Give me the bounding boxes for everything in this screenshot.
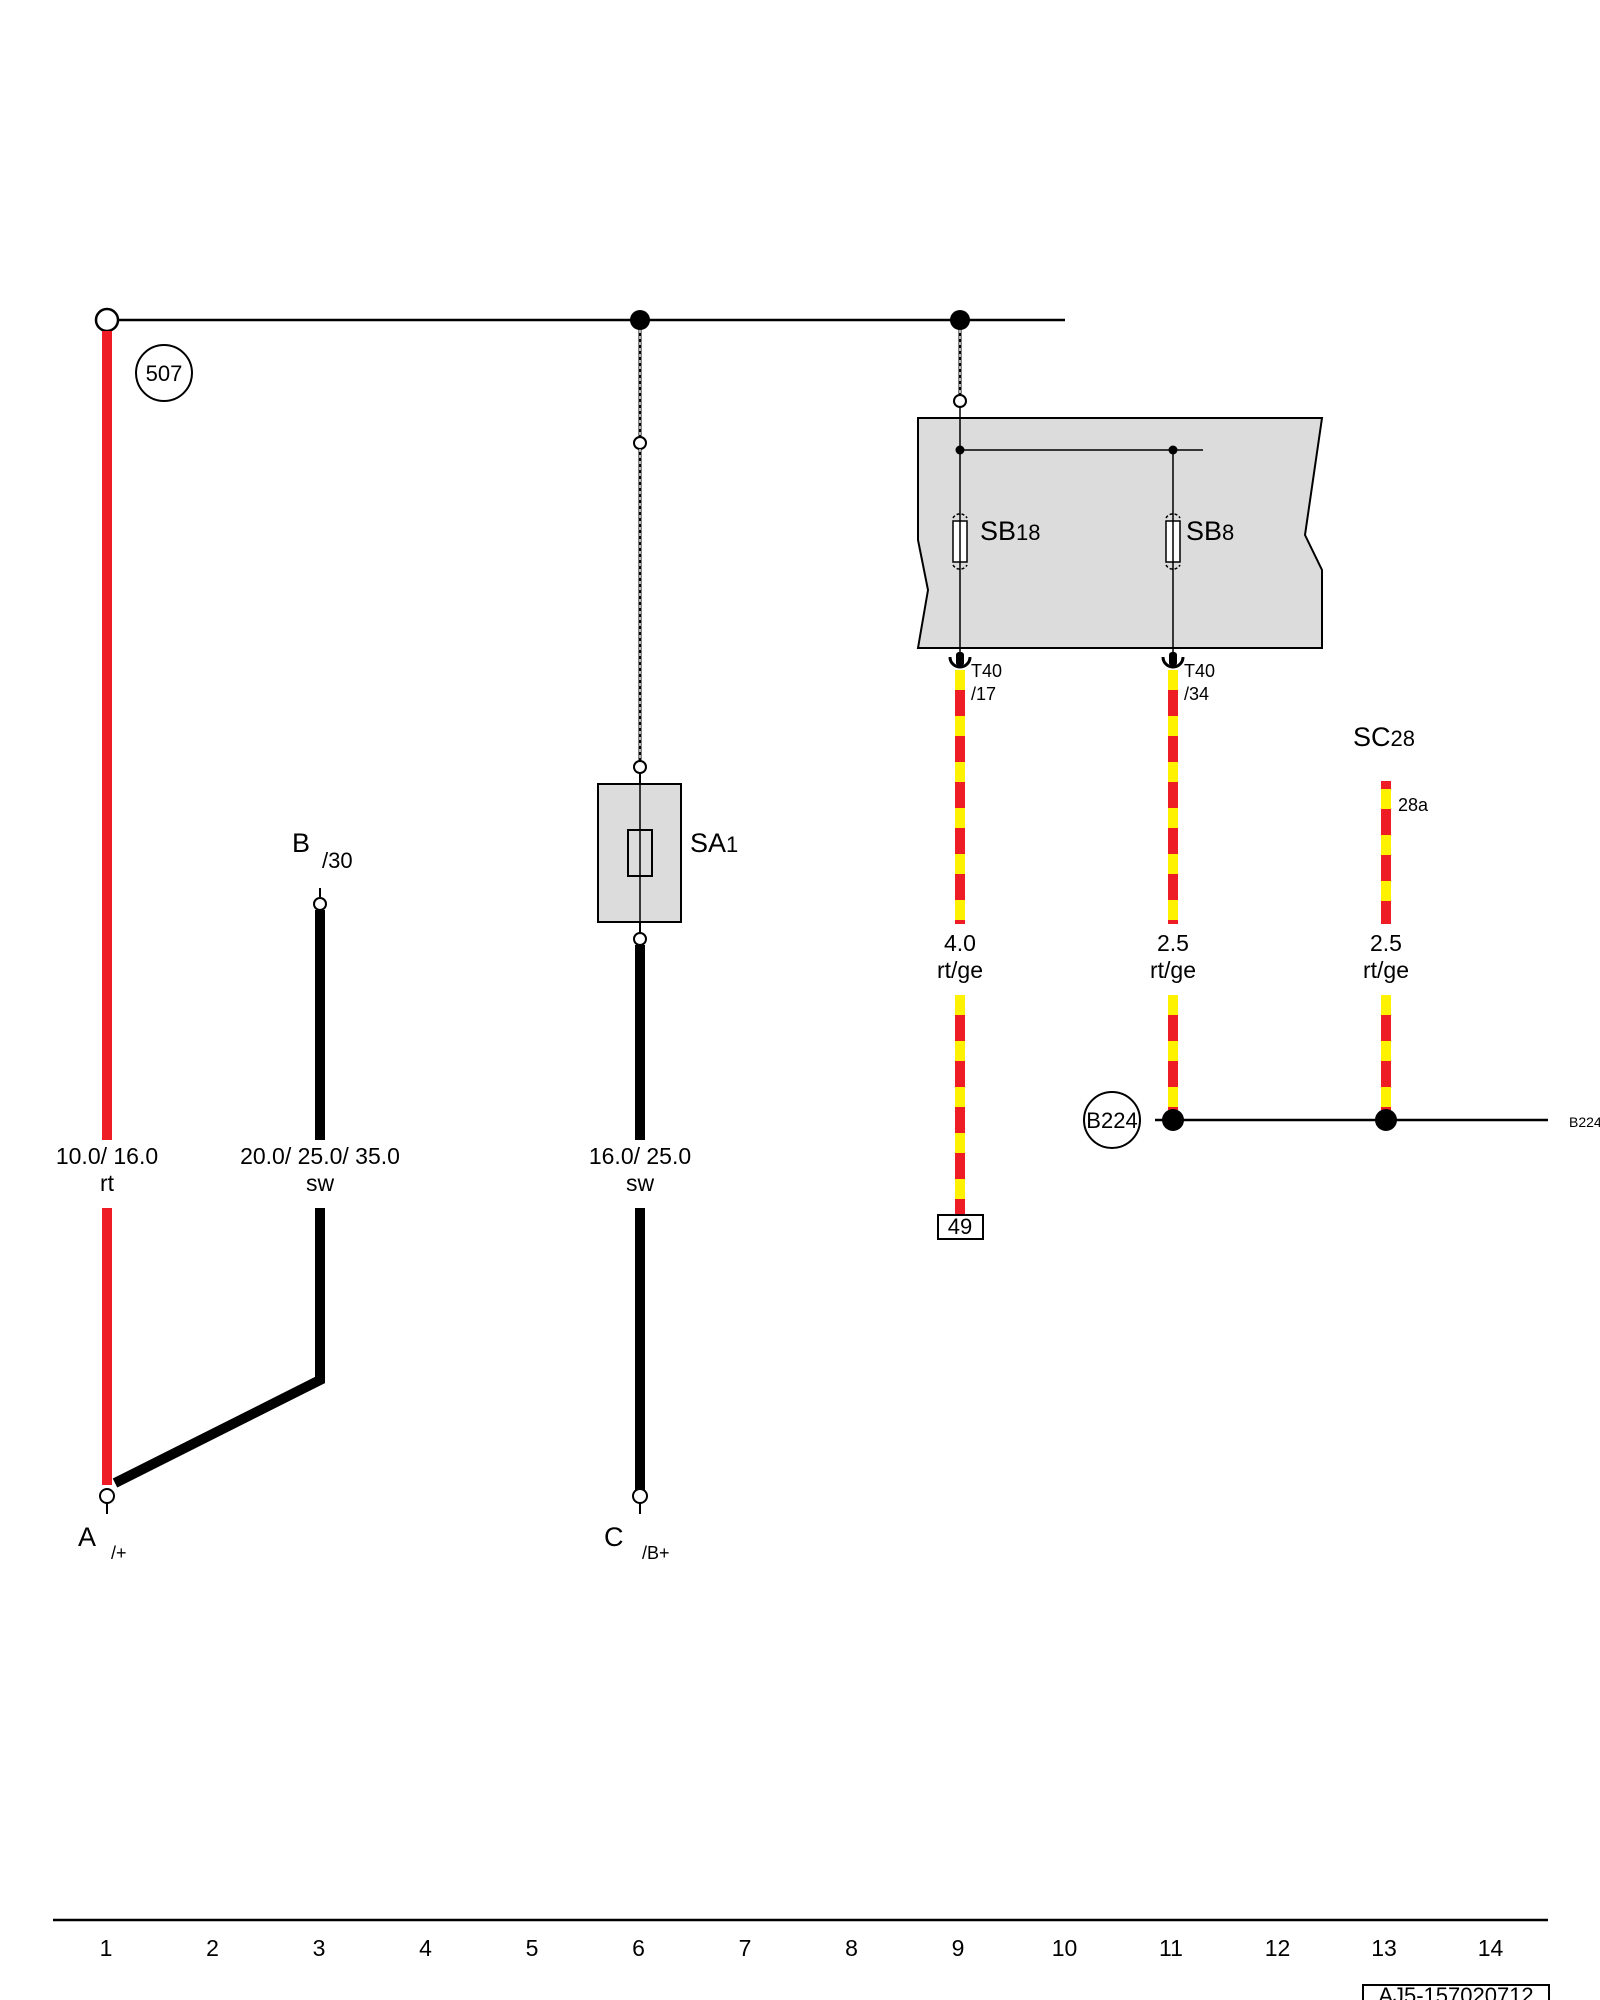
ground-point-B224-label: B224 (1086, 1108, 1137, 1133)
fuse-SA1-pin-top (633, 760, 647, 774)
terminal-A-sub: /+ (111, 1543, 127, 1563)
column-number-10: 10 (1052, 1935, 1078, 1961)
connector-T40-34-symbol (1161, 656, 1185, 669)
busbar-node-1 (955, 445, 965, 455)
connector-T40-17-bottom: /17 (971, 684, 996, 704)
fuse-SC28-name: SC28 (1353, 722, 1415, 752)
terminal-B-sub: /30 (322, 848, 353, 873)
wire-col1-size: 10.0/ 16.0 (56, 1143, 158, 1169)
column-number-14: 14 (1478, 1935, 1504, 1961)
terminal-C[interactable] (632, 1488, 648, 1504)
ground-point-B224 (1083, 1091, 1141, 1149)
column-number-2: 2 (206, 1935, 219, 1961)
fuse-SB18[interactable] (952, 498, 968, 660)
ground-junction-col13 (1375, 1109, 1397, 1131)
bus-terminal[interactable] (94, 307, 120, 333)
ground-B224-continuation-label: B224 (1569, 1114, 1600, 1130)
footer-code-box (1362, 1984, 1550, 2000)
fuse-SB8[interactable] (1165, 498, 1181, 660)
fuse-SB8-name: SB8 (1186, 516, 1234, 546)
terminal-A[interactable] (99, 1488, 115, 1504)
column-number-8: 8 (845, 1935, 858, 1961)
terminal-C-letter: C (604, 1522, 624, 1552)
bus-junction-col9 (950, 310, 970, 330)
connector-T40-17-pin[interactable] (956, 652, 964, 666)
wire-col3-size: 20.0/ 25.0/ 35.0 (240, 1143, 400, 1169)
column-number-13: 13 (1371, 1935, 1397, 1961)
terminal-C-sub: /B+ (642, 1543, 670, 1563)
fuse-SA1-name: SA1 (690, 828, 738, 858)
column-number-9: 9 (952, 1935, 965, 1961)
connector-28a-label: 28a (1398, 795, 1429, 815)
wire-col9-color: rt/ge (937, 957, 983, 983)
wire-col9-size: 4.0 (944, 930, 976, 956)
column-number-6: 6 (632, 1935, 645, 1961)
wire-col13-color: rt/ge (1363, 957, 1409, 983)
wire-col11-color: rt/ge (1150, 957, 1196, 983)
connector-T40-17-top: T40 (971, 661, 1002, 681)
column-number-11: 11 (1159, 1935, 1183, 1961)
wire-col11-size: 2.5 (1157, 930, 1189, 956)
connector-T40-34-bottom: /34 (1184, 684, 1209, 704)
fuse-SA1-pin-bottom (633, 932, 647, 946)
wire-col13-size: 2.5 (1370, 930, 1402, 956)
wire-col3-color: sw (306, 1170, 335, 1196)
column-number-7: 7 (739, 1935, 752, 1961)
connector-T40-34-pin[interactable] (1169, 652, 1177, 666)
terminal-B-letter: B (292, 828, 310, 858)
column-number-12: 12 (1265, 1935, 1291, 1961)
reference-box-49[interactable] (937, 1214, 984, 1240)
ground-point-507 (135, 344, 193, 402)
column-number-4: 4 (419, 1935, 432, 1961)
reference-box-49-label: 49 (948, 1214, 972, 1239)
column-number-3: 3 (313, 1935, 326, 1961)
terminal-A-letter: A (78, 1522, 96, 1552)
wire-col3-lower[interactable] (112, 1208, 325, 1488)
fuse-holder-pin (953, 394, 967, 408)
column-number-5: 5 (526, 1935, 539, 1961)
wire-col6-size: 16.0/ 25.0 (589, 1143, 691, 1169)
ground-junction-col11 (1162, 1109, 1184, 1131)
terminal-B[interactable] (313, 897, 327, 911)
connector-T40-34-top: T40 (1184, 661, 1215, 681)
footer-code: AJ5-157020712 (1378, 1983, 1533, 2000)
column-number-1: 1 (100, 1935, 113, 1961)
connector-T40-17-symbol (948, 656, 972, 669)
fuse-SB18-name: SB18 (980, 516, 1041, 546)
wire-col6-pin-top (633, 436, 647, 450)
bus-junction-col6 (630, 310, 650, 330)
fuse-holder-SB[interactable] (916, 417, 1324, 649)
ground-point-507-label: 507 (146, 361, 183, 386)
wire-col6-color: sw (626, 1170, 655, 1196)
wire-col1-color: rt (100, 1170, 115, 1196)
